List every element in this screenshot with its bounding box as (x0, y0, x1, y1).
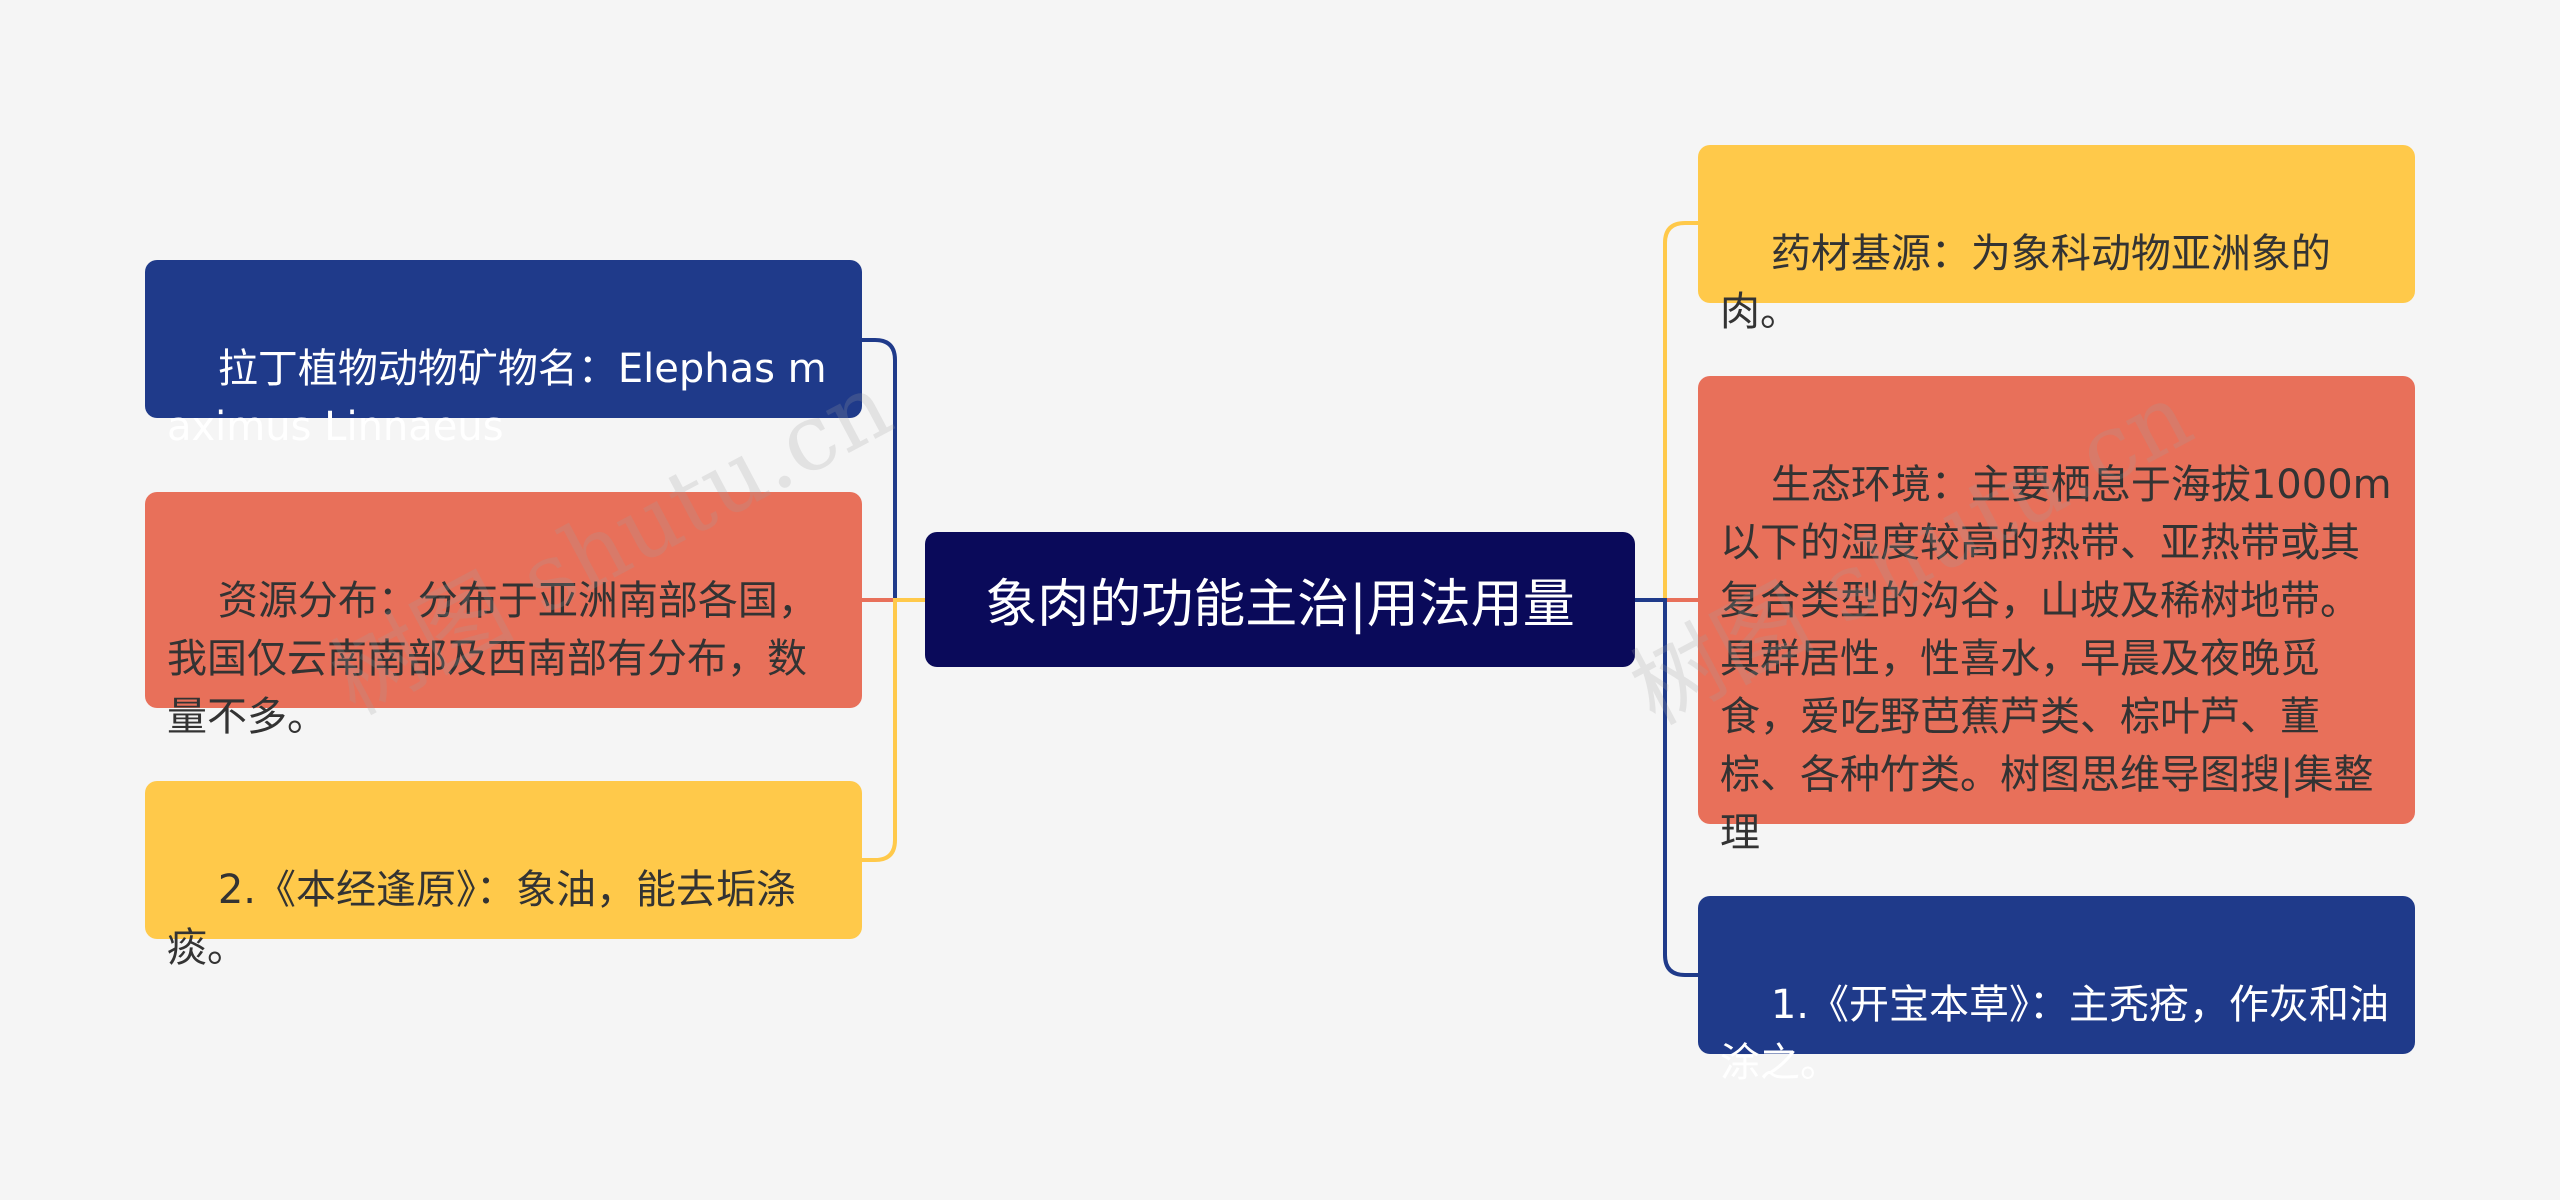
left-topic-distribution-text: 资源分布：分布于亚洲南部各国，我国仅云南南部及西南部有分布，数量不多。 (167, 578, 818, 740)
connector-right-3 (1635, 598, 1698, 977)
left-topic-bencao-fengyuan[interactable]: 2.《本经逢原》：象油，能去垢涤痰。 (145, 781, 862, 971)
left-topic-latin-name-text: 拉丁植物动物矿物名：Elephas maximus Linnaeus (167, 346, 827, 450)
right-topic-source-text: 药材基源：为象科动物亚洲象的肉。 (1720, 231, 2331, 335)
connector-left-1 (862, 338, 925, 602)
left-topic-latin-name[interactable]: 拉丁植物动物矿物名：Elephas maximus Linnaeus (145, 260, 862, 450)
central-topic-label: 象肉的功能主治|用法用量 (985, 575, 1575, 635)
right-topic-kaibao-bencao[interactable]: 1.《开宝本草》：主秃疮，作灰和油涂之。 (1698, 896, 2415, 1086)
right-topic-source[interactable]: 药材基源：为象科动物亚洲象的肉。 (1698, 145, 2415, 335)
right-topic-kaibao-bencao-text: 1.《开宝本草》：主秃疮，作灰和油涂之。 (1720, 982, 2390, 1086)
central-topic[interactable]: 象肉的功能主治|用法用量 (925, 532, 1635, 667)
left-topic-distribution[interactable]: 资源分布：分布于亚洲南部各国，我国仅云南南部及西南部有分布，数量不多。 (145, 492, 862, 740)
right-topic-habitat[interactable]: 生态环境：主要栖息于海拔1000m以下的湿度较高的热带、亚热带或其复合类型的沟谷… (1698, 376, 2415, 856)
connector-right-1 (1635, 221, 1698, 602)
right-topic-habitat-text: 生态环境：主要栖息于海拔1000m以下的湿度较高的热带、亚热带或其复合类型的沟谷… (1720, 462, 2392, 856)
connector-left-3 (862, 598, 925, 862)
left-topic-bencao-fengyuan-text: 2.《本经逢原》：象油，能去垢涤痰。 (167, 867, 797, 971)
